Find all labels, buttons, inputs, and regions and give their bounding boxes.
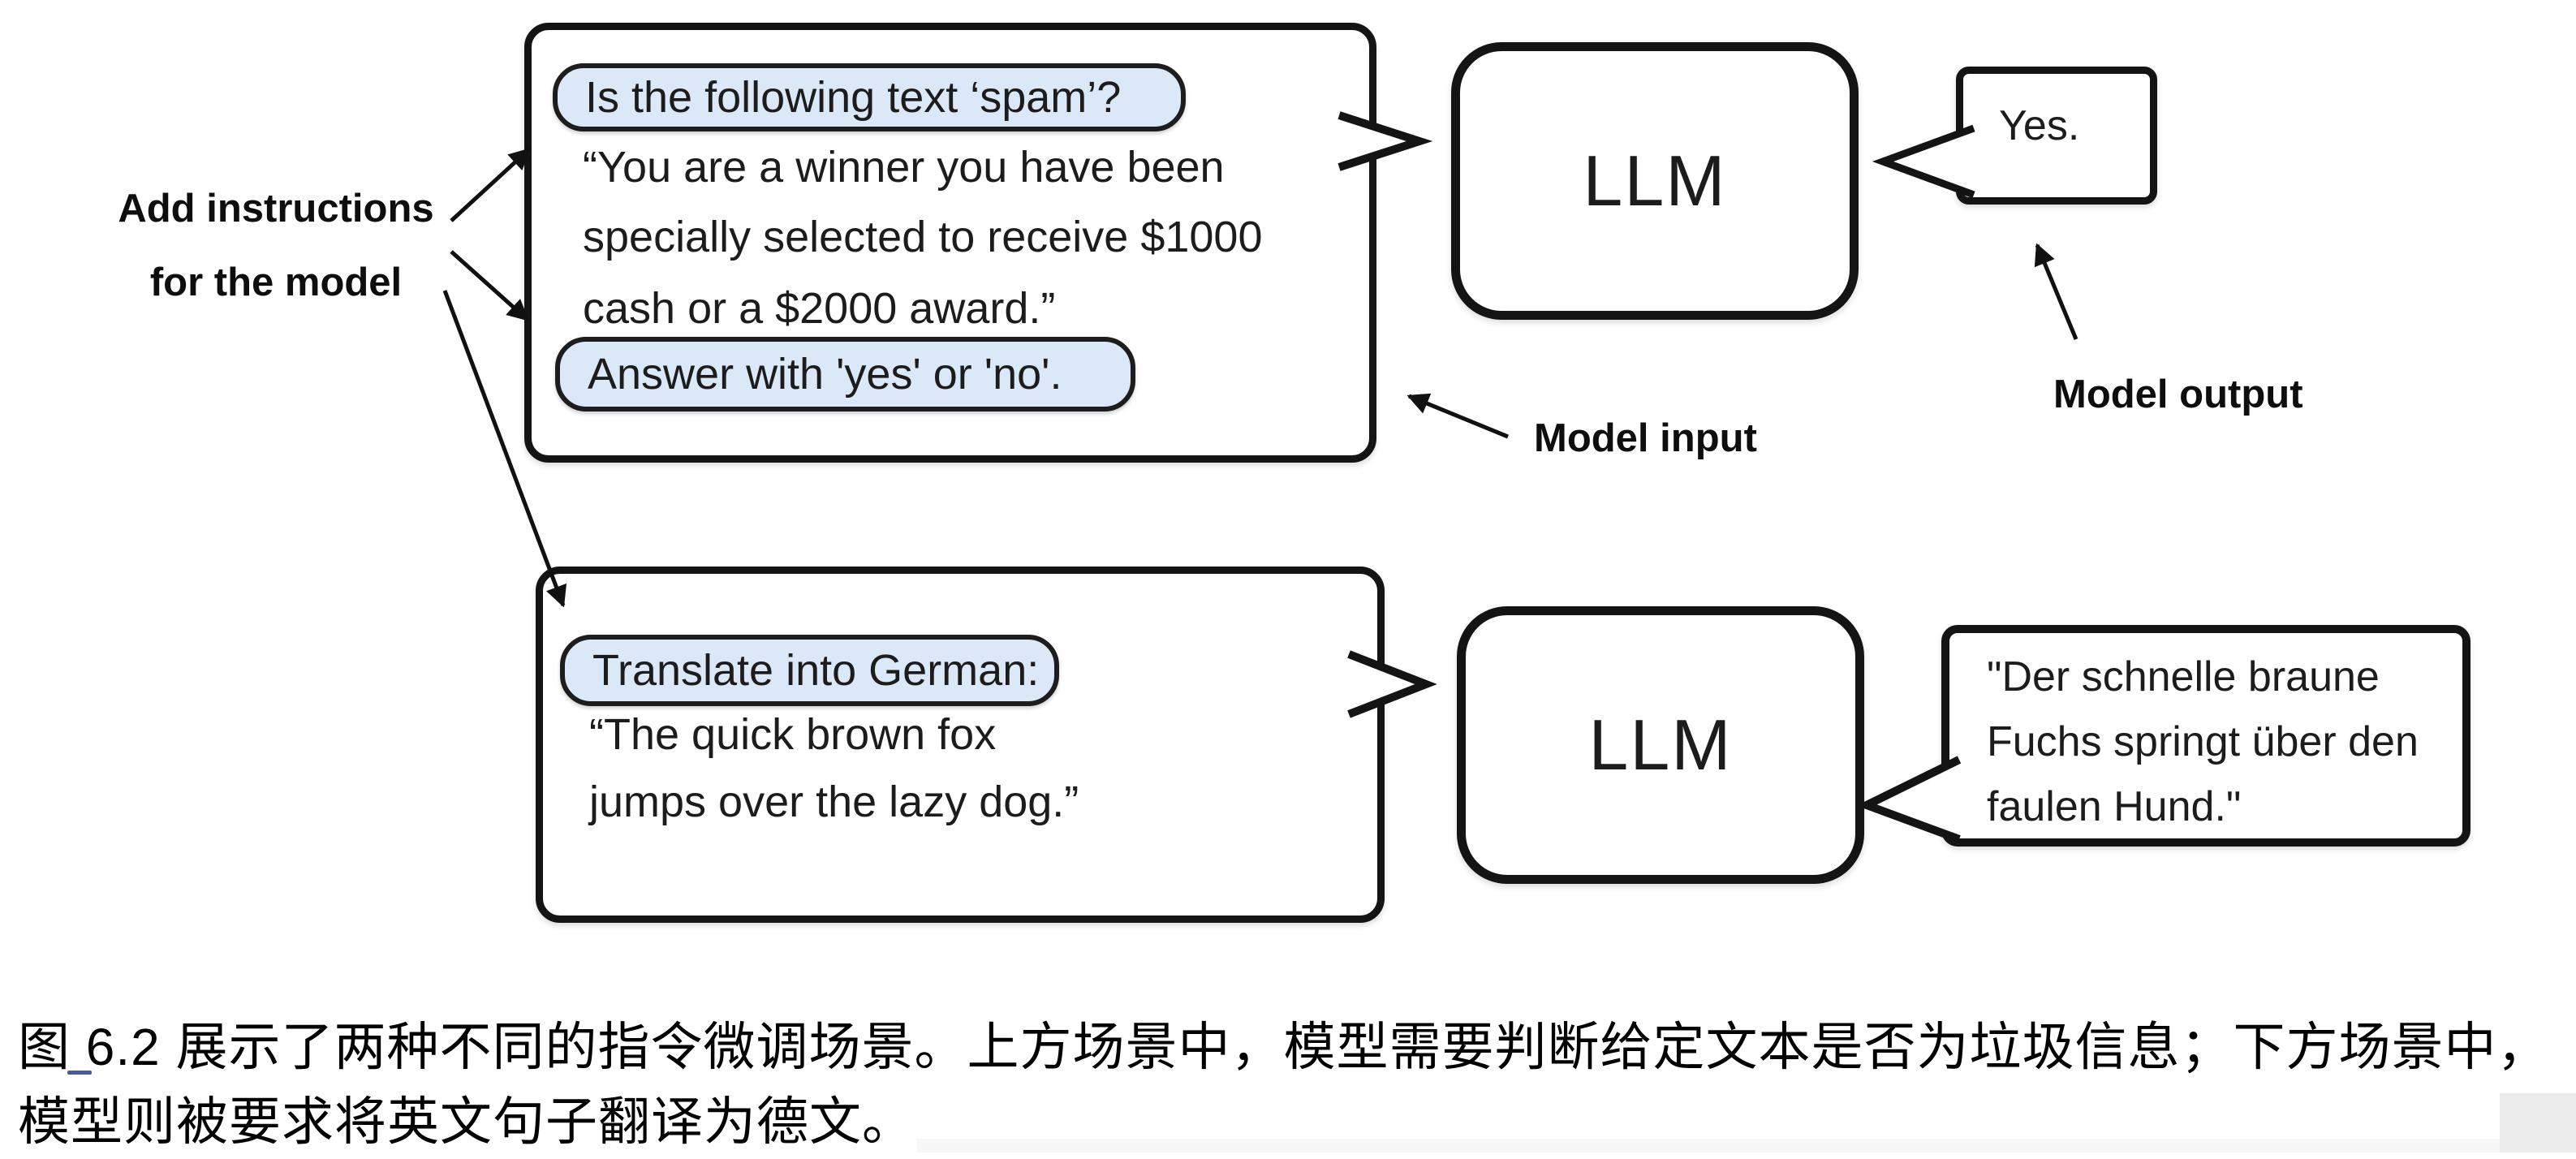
top-instruction-badge-1: Is the following text ‘spam’?	[553, 63, 1186, 131]
top-body-line-3: cash or a $2000 award.”	[583, 284, 1056, 333]
top-llm-label: LLM	[1583, 140, 1727, 221]
add-instructions-line-2: for the model	[149, 261, 403, 304]
bottom-body-line-2: jumps over the lazy dog.”	[589, 778, 1079, 826]
top-llm-box: LLM	[1451, 42, 1859, 320]
bottom-instruction-badge-label: Translate into German:	[592, 646, 1040, 695]
background-gray-corner	[2500, 1093, 2576, 1153]
top-body-line-1: “You are a winner you have been	[583, 143, 1225, 192]
bottom-output-line-3: faulen Hund."	[1987, 783, 2242, 830]
top-output-bubble: Yes.	[1956, 67, 2157, 205]
add-instructions-line-1: Add instructions	[118, 187, 434, 231]
figure-caption-line-1: 图 6.2 展示了两种不同的指令微调场景。上方场景中，模型需要判断给定文本是否为…	[18, 1018, 2550, 1076]
bottom-output-bubble: "Der schnelle braune Fuchs springt über …	[1941, 625, 2470, 847]
figure-caption-line-2: 模型则被要求将英文句子翻译为德文。	[18, 1092, 915, 1151]
bottom-llm-label: LLM	[1588, 704, 1733, 785]
model-input-arrow	[1406, 393, 1509, 439]
background-gray-strip	[917, 1139, 2576, 1153]
bottom-output-line-2: Fuchs springt über den	[1987, 718, 2419, 765]
add-instructions-label: Add instructions for the model	[97, 172, 454, 320]
top-instruction-badge-2-label: Answer with 'yes' or 'no'.	[588, 350, 1062, 399]
top-body-line-2: specially selected to receive $1000	[583, 213, 1263, 261]
top-instruction-badge-2: Answer with 'yes' or 'no'.	[555, 337, 1135, 411]
model-output-arrow	[2034, 243, 2078, 340]
figure-caption: 图 6.2 展示了两种不同的指令微调场景。上方场景中，模型需要判断给定文本是否为…	[18, 1010, 2566, 1159]
model-output-label: Model output	[2053, 373, 2303, 416]
arrow-to-instruction-1	[450, 148, 531, 222]
bottom-instruction-badge: Translate into German:	[560, 635, 1059, 706]
figure-reference-underline	[67, 1071, 92, 1075]
bottom-model-input-box	[536, 567, 1385, 923]
bottom-llm-box: LLM	[1457, 606, 1864, 884]
arrow-to-instruction-2	[450, 250, 529, 321]
top-output-text: Yes.	[1999, 102, 2080, 149]
bottom-body-line-1: “The quick brown fox	[589, 710, 997, 759]
top-instruction-badge-1-label: Is the following text ‘spam’?	[585, 73, 1122, 122]
bottom-output-line-1: "Der schnelle braune	[1987, 653, 2380, 700]
model-input-label: Model input	[1534, 416, 1757, 460]
